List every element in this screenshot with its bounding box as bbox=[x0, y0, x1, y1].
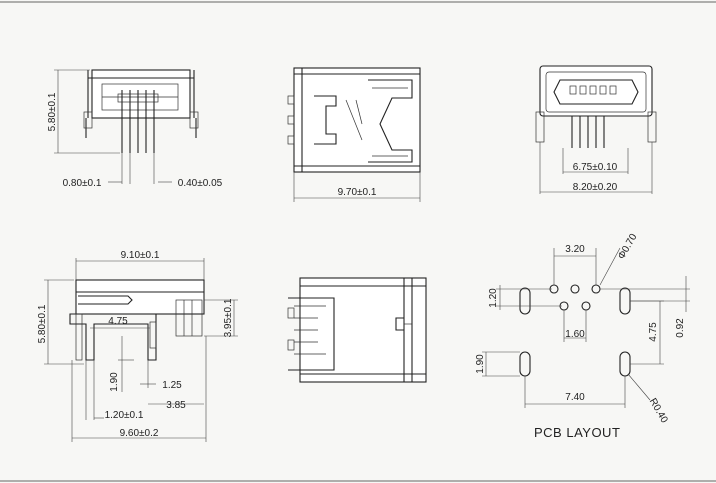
end-outer-width-dim: 8.20±0.20 bbox=[573, 182, 618, 193]
pcb-pad bbox=[519, 287, 531, 315]
side-view: 9.10±0.1 5.80±0.1 3.95±0.1 4.75 1.90 1.2… bbox=[37, 250, 238, 442]
front-pin-width-dim: 0.40±0.05 bbox=[178, 178, 223, 189]
top-length-dim: 9.70±0.1 bbox=[338, 187, 377, 198]
pcb-pad-spacing-dim: 4.75 bbox=[648, 322, 659, 342]
bottom-view bbox=[287, 277, 427, 383]
side-peg-span-dim: 4.75 bbox=[108, 316, 128, 327]
pcb-pad bbox=[519, 351, 531, 377]
pcb-hole bbox=[570, 284, 580, 294]
pcb-hole bbox=[591, 284, 601, 294]
top-view: 9.70±0.1 bbox=[287, 67, 421, 202]
side-height-dim: 5.80±0.1 bbox=[37, 304, 48, 343]
pcb-layout: 3.20 Φ0.70 1.20 1.60 1.90 4.75 0.92 7.40… bbox=[475, 232, 690, 440]
pcb-layout-title: PCB LAYOUT bbox=[534, 425, 620, 440]
side-right-height-dim: 3.95±0.1 bbox=[223, 298, 234, 337]
pcb-total-height-dim: 0.92 bbox=[675, 318, 686, 338]
pcb-pad bbox=[619, 351, 631, 377]
front-height-dim: 5.80±0.1 bbox=[47, 92, 58, 131]
pcb-pin-gap-dim: 1.60 bbox=[565, 329, 585, 340]
pcb-hole-dim: Φ0.70 bbox=[616, 232, 639, 262]
end-inner-width-dim: 6.75±0.10 bbox=[573, 162, 618, 173]
side-peg-to-edge-dim: 3.85 bbox=[166, 400, 186, 411]
pcb-pitch-dim: 3.20 bbox=[565, 244, 585, 255]
end-view: 6.75±0.10 8.20±0.20 bbox=[535, 65, 657, 194]
side-length-dim: 9.10±0.1 bbox=[121, 250, 160, 261]
pcb-pad bbox=[619, 287, 631, 315]
side-total-length-dim: 9.60±0.2 bbox=[120, 428, 159, 439]
front-pitch-dim: 0.80±0.1 bbox=[63, 178, 102, 189]
front-pins bbox=[117, 90, 159, 153]
side-offset-dim: 1.25 bbox=[162, 380, 182, 391]
pcb-pad-pitch-dim: 7.40 bbox=[565, 392, 585, 403]
pcb-pad-height-dim: 1.90 bbox=[475, 354, 486, 374]
pcb-hole bbox=[581, 301, 591, 311]
side-peg-width-dim: 1.20±0.1 bbox=[105, 410, 144, 421]
pcb-row-offset-dim: 1.20 bbox=[488, 288, 499, 308]
pcb-radius-dim: R0.40 bbox=[647, 396, 670, 425]
front-view: 5.80±0.1 0.80±0.1 0.40±0.05 bbox=[47, 69, 223, 189]
end-contacts bbox=[569, 85, 617, 95]
side-peg-height-dim: 1.90 bbox=[109, 372, 120, 392]
